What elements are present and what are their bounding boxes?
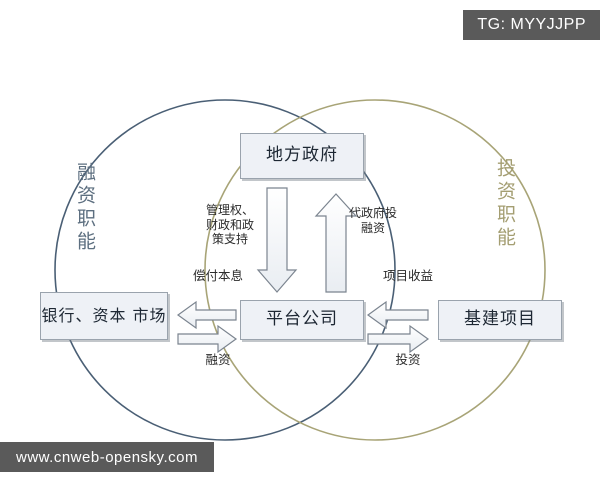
telegram-tag-chip: TG: MYYJJPP bbox=[463, 10, 600, 40]
node-platform-company[interactable]: 平台公司 bbox=[240, 300, 364, 340]
arrow-right-platform-to-infrastructure bbox=[367, 324, 430, 354]
arrow-right-bank-to-platform bbox=[177, 324, 238, 354]
flow-label-project-revenue: 项目收益 bbox=[382, 268, 433, 283]
arrow-down-government-to-platform bbox=[256, 187, 298, 293]
flow-label-repay-principal-interest: 偿付本息 bbox=[192, 268, 243, 283]
node-bank-capital-market[interactable]: 银行、资本 市场 bbox=[40, 292, 168, 340]
flow-label-proxy-financing: 代政府投 融资 bbox=[348, 206, 397, 235]
arrow-left-platform-to-bank bbox=[176, 300, 237, 330]
circle-label-investment: 投资职能 bbox=[494, 158, 516, 250]
node-infrastructure-project[interactable]: 基建项目 bbox=[438, 300, 562, 340]
circle-label-financing: 融资职能 bbox=[74, 162, 96, 254]
arrow-up-platform-to-government bbox=[314, 193, 358, 293]
flow-label-financing: 融资 bbox=[205, 352, 231, 367]
circle-investment bbox=[204, 99, 546, 441]
circle-financing bbox=[54, 99, 396, 441]
arrow-left-infrastructure-to-platform bbox=[366, 300, 429, 330]
website-watermark-chip: www.cnweb-opensky.com bbox=[0, 442, 214, 472]
flow-label-management-support: 管理权、 财政和政 策支持 bbox=[205, 203, 254, 247]
flow-label-investment: 投资 bbox=[395, 352, 421, 367]
node-local-government[interactable]: 地方政府 bbox=[240, 133, 364, 179]
